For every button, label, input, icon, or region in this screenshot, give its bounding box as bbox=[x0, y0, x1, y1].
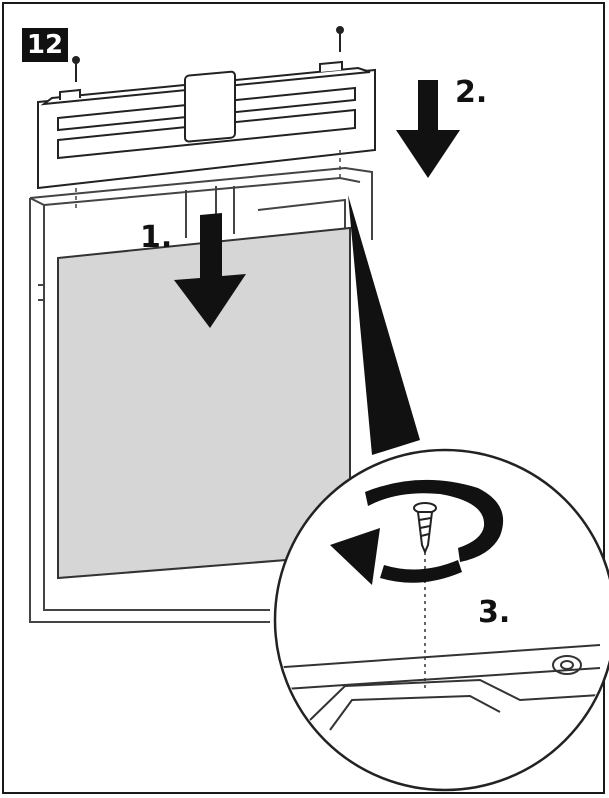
screw-icon bbox=[72, 26, 344, 82]
step-2-label: 2. bbox=[455, 75, 488, 110]
step-1-label: 1. bbox=[140, 220, 173, 255]
zoom-wedge bbox=[348, 195, 420, 455]
top-cover bbox=[37, 60, 376, 190]
alignment-lines bbox=[75, 150, 341, 212]
zoom-detail bbox=[273, 448, 609, 792]
down-arrow-icon bbox=[174, 213, 246, 328]
step-number-badge: 12 bbox=[22, 28, 68, 62]
rotate-arrow-icon bbox=[330, 479, 504, 585]
screw-icon bbox=[413, 502, 437, 555]
down-arrow-icon bbox=[396, 80, 460, 178]
step-3-label: 3. bbox=[478, 595, 511, 630]
